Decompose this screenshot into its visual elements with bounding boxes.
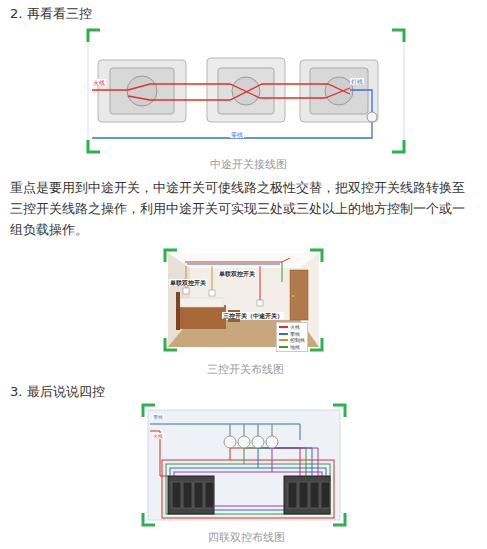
- lamp-bulb: [238, 436, 250, 448]
- wire-loop: [166, 464, 330, 514]
- lamp-bulbs: [224, 424, 278, 448]
- legend-swatch: [279, 333, 288, 335]
- rocker: [288, 482, 297, 508]
- wires: [150, 424, 334, 518]
- switch-plates: [98, 58, 378, 122]
- legend-swatch: [279, 339, 288, 341]
- section-heading: 3. 最后说说四控: [10, 384, 105, 400]
- lamp-bulb: [367, 112, 377, 122]
- figure-frame: [143, 405, 345, 525]
- figure-frame: 四联双控布线图: [143, 405, 349, 545]
- wire-label: 零线: [230, 131, 244, 138]
- figure-frame: 中途开关接线图: [88, 30, 408, 172]
- wire-label: 零线: [152, 414, 164, 420]
- rocker: [194, 482, 203, 508]
- lamp-bulb: [224, 436, 236, 448]
- wire: [150, 431, 168, 476]
- wire-label: 火线: [92, 79, 106, 86]
- switch-rockers: [172, 482, 330, 508]
- figure-caption: 四联双控布线图: [143, 530, 349, 545]
- wire-label: 单联双控开关: [169, 279, 207, 286]
- bedroom-illustration: [168, 253, 319, 347]
- legend-row: 地线: [279, 344, 305, 351]
- wire-label: 火线: [152, 433, 164, 439]
- wire-label: 三控开关（中途开关）: [222, 312, 284, 319]
- lamp-bulb: [252, 436, 264, 448]
- wires: [92, 84, 372, 138]
- rocker: [321, 482, 330, 508]
- legend-text: 控制线: [290, 337, 305, 344]
- wire-label: 单联双控开关: [218, 270, 256, 277]
- figure-caption: 中途开关接线图: [88, 157, 408, 172]
- section-heading: 2. 再看看三控: [10, 6, 92, 22]
- legend: 火线零线控制线地线: [276, 322, 308, 352]
- rocker: [299, 482, 308, 508]
- body-paragraph: 重点是要用到中途开关，中途开关可使线路之极性交替，把双控开关线路转换至三控开关线…: [10, 177, 477, 240]
- legend-row: 零线: [279, 331, 305, 338]
- legend-text: 地线: [290, 344, 300, 351]
- legend-swatch: [279, 346, 288, 348]
- wire: [150, 424, 300, 440]
- rocker: [205, 482, 214, 508]
- legend-swatch: [279, 326, 288, 328]
- wire-label: 灯线: [350, 78, 364, 85]
- figure-frame: [165, 250, 322, 350]
- legend-text: 零线: [290, 331, 300, 338]
- panel: [148, 410, 340, 520]
- figure-frame: 三控开关布线图: [165, 250, 326, 377]
- wire: [272, 448, 318, 476]
- wire-loop: [162, 460, 334, 518]
- rocker: [310, 482, 319, 508]
- rocker: [183, 482, 192, 508]
- legend-row: 火线: [279, 324, 305, 331]
- legend-text: 火线: [290, 324, 300, 331]
- lamp-bulb: [266, 436, 278, 448]
- legend-row: 控制线: [279, 337, 305, 344]
- rocker: [172, 482, 181, 508]
- figure-frame: [88, 30, 404, 152]
- figure-caption: 三控开关布线图: [165, 362, 326, 377]
- switch-boxes: [168, 476, 330, 514]
